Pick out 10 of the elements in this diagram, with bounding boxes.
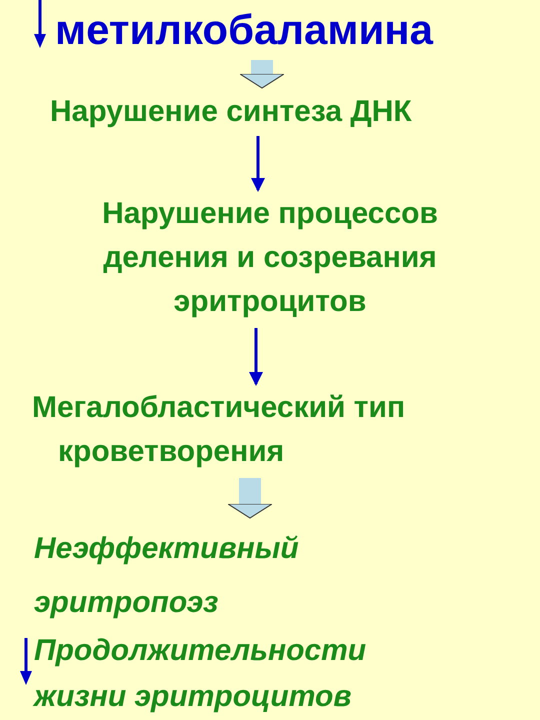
node-text: Нарушение синтеза ДНК [50, 94, 413, 130]
node-text: Нарушение процессов деления и созревания эритроцитов [101, 196, 439, 320]
node-text: Мегалобластический тип кроветворения [32, 390, 406, 470]
arrow [251, 136, 265, 192]
node-text: Продолжительности жизни эритроцитов [34, 633, 368, 715]
arrow [249, 328, 263, 386]
node-text: Неэффективный эритропоэз [34, 531, 300, 621]
node-text: метилкобаламина [55, 5, 434, 55]
block-arrow [228, 478, 272, 518]
block-arrow [240, 60, 284, 88]
